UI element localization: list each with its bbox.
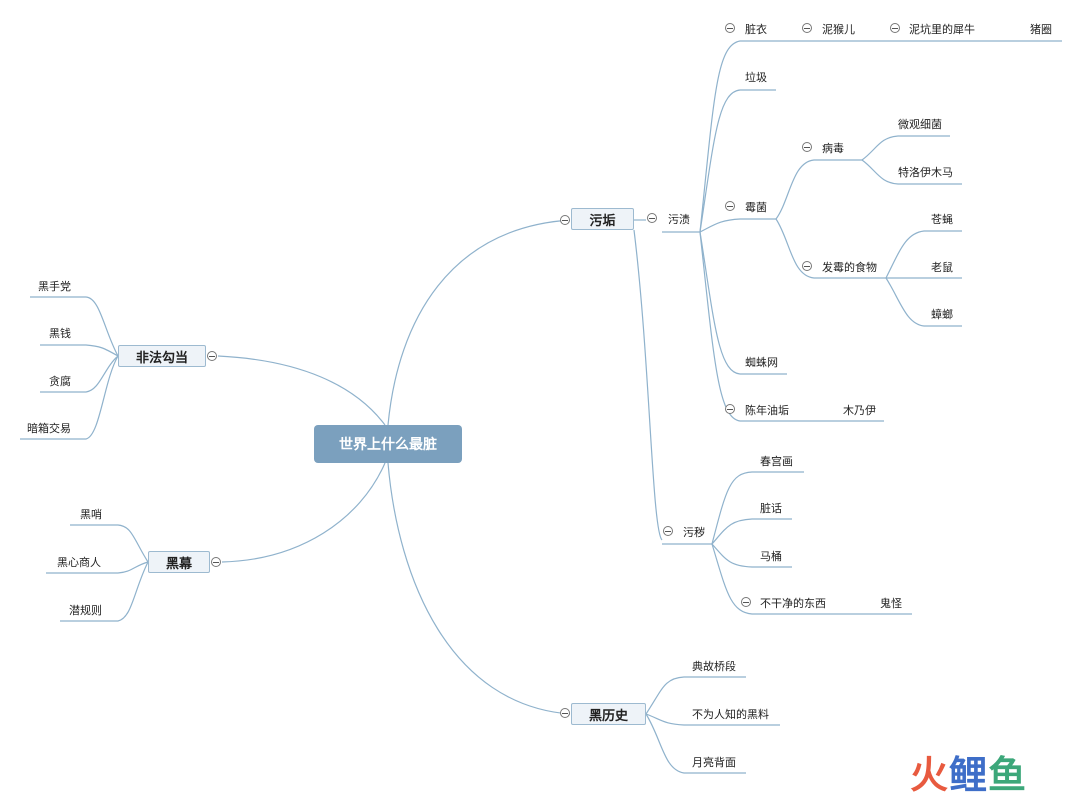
connector: [699, 218, 776, 233]
node-munaiyi[interactable]: 木乃伊: [843, 404, 876, 417]
connector: [861, 135, 950, 161]
connector: [20, 355, 119, 440]
connector: [30, 296, 119, 357]
watermark-char: 鱼: [988, 753, 1028, 797]
node-chungong[interactable]: 春宫画: [760, 455, 793, 468]
connector: [711, 543, 792, 568]
node-wuzi[interactable]: 污渍: [668, 213, 690, 226]
connector: [861, 159, 962, 185]
connector: [885, 277, 962, 327]
connector: [699, 89, 776, 233]
node-zhujuan[interactable]: 猪圈: [1030, 23, 1052, 36]
node-matong[interactable]: 马桶: [760, 550, 782, 563]
connector-lines: [20, 40, 1062, 774]
node-laji[interactable]: 垃圾: [745, 71, 767, 84]
connector: [699, 231, 787, 375]
node-teluoyi[interactable]: 特洛伊木马: [898, 166, 953, 179]
connector: [387, 219, 571, 426]
connector: [645, 713, 746, 774]
collapse-toggle-icon[interactable]: [560, 708, 570, 718]
connector: [70, 524, 149, 563]
collapse-toggle-icon[interactable]: [802, 261, 812, 271]
node-qianguize[interactable]: 潜规则: [69, 604, 102, 617]
connector: [775, 218, 886, 279]
connector: [775, 159, 862, 220]
node-wuhui[interactable]: 污秽: [683, 526, 705, 539]
watermark-logo: 火鲤鱼: [910, 744, 1027, 799]
connector: [217, 355, 386, 426]
node-zhizhu[interactable]: 蜘蛛网: [745, 356, 778, 369]
collapse-toggle-icon[interactable]: [890, 23, 900, 33]
collapse-toggle-icon[interactable]: [647, 213, 657, 223]
connector: [40, 344, 119, 357]
collapse-toggle-icon[interactable]: [560, 215, 570, 225]
connector: [645, 676, 746, 715]
node-laoshu[interactable]: 老鼠: [931, 261, 953, 274]
connector: [60, 561, 149, 622]
collapse-toggle-icon[interactable]: [211, 557, 221, 567]
node-buganjing[interactable]: 不干净的东西: [760, 597, 826, 610]
node-guiguai[interactable]: 鬼怪: [880, 597, 902, 610]
node-zanghua[interactable]: 脏话: [760, 502, 782, 515]
collapse-toggle-icon[interactable]: [725, 201, 735, 211]
node-diangu[interactable]: 典故桥段: [692, 660, 736, 673]
node-anxiang[interactable]: 暗箱交易: [27, 422, 71, 435]
topic-feifa[interactable]: 非法勾当: [118, 345, 206, 367]
node-nikeng[interactable]: 泥坑里的犀牛: [909, 23, 975, 36]
connector: [711, 471, 804, 545]
root-topic[interactable]: 世界上什么最脏: [314, 425, 462, 463]
node-meijun[interactable]: 霉菌: [745, 201, 767, 214]
node-weiguan[interactable]: 微观细菌: [898, 118, 942, 131]
node-zhanglang[interactable]: 蟑螂: [931, 308, 953, 321]
connector: [645, 713, 780, 726]
node-nihouer[interactable]: 泥猴儿: [822, 23, 855, 36]
node-cangying[interactable]: 苍蝇: [931, 213, 953, 226]
node-heishoudang[interactable]: 黑手党: [38, 280, 71, 293]
node-buweirenzhi[interactable]: 不为人知的黑料: [692, 708, 769, 721]
connector: [885, 230, 962, 279]
node-chennian[interactable]: 陈年油垢: [745, 404, 789, 417]
connector: [699, 231, 884, 422]
connector: [40, 355, 119, 393]
connector: [221, 462, 386, 563]
connector: [387, 462, 571, 715]
topic-heimu[interactable]: 黑幕: [148, 551, 210, 573]
watermark-char: 火: [910, 753, 950, 797]
connector: [711, 518, 792, 545]
topic-wugou[interactable]: 污垢: [571, 208, 634, 230]
connector: [711, 543, 912, 615]
node-heixin[interactable]: 黑心商人: [57, 556, 101, 569]
collapse-toggle-icon[interactable]: [207, 351, 217, 361]
node-bingdu[interactable]: 病毒: [822, 142, 844, 155]
node-yueliang[interactable]: 月亮背面: [692, 756, 736, 769]
collapse-toggle-icon[interactable]: [741, 597, 751, 607]
connector: [699, 40, 776, 233]
node-famei[interactable]: 发霉的食物: [822, 261, 877, 274]
node-heishao[interactable]: 黑哨: [80, 508, 102, 521]
collapse-toggle-icon[interactable]: [802, 142, 812, 152]
watermark-char: 鲤: [949, 753, 989, 797]
node-heiqian[interactable]: 黑钱: [49, 327, 71, 340]
topic-heilishi[interactable]: 黑历史: [571, 703, 646, 725]
collapse-toggle-icon[interactable]: [802, 23, 812, 33]
collapse-toggle-icon[interactable]: [725, 23, 735, 33]
collapse-toggle-icon[interactable]: [663, 526, 673, 536]
node-zangyi[interactable]: 脏衣: [745, 23, 767, 36]
node-tanfu[interactable]: 贪腐: [49, 375, 71, 388]
connector: [46, 561, 149, 574]
collapse-toggle-icon[interactable]: [725, 404, 735, 414]
connector: [633, 229, 663, 541]
